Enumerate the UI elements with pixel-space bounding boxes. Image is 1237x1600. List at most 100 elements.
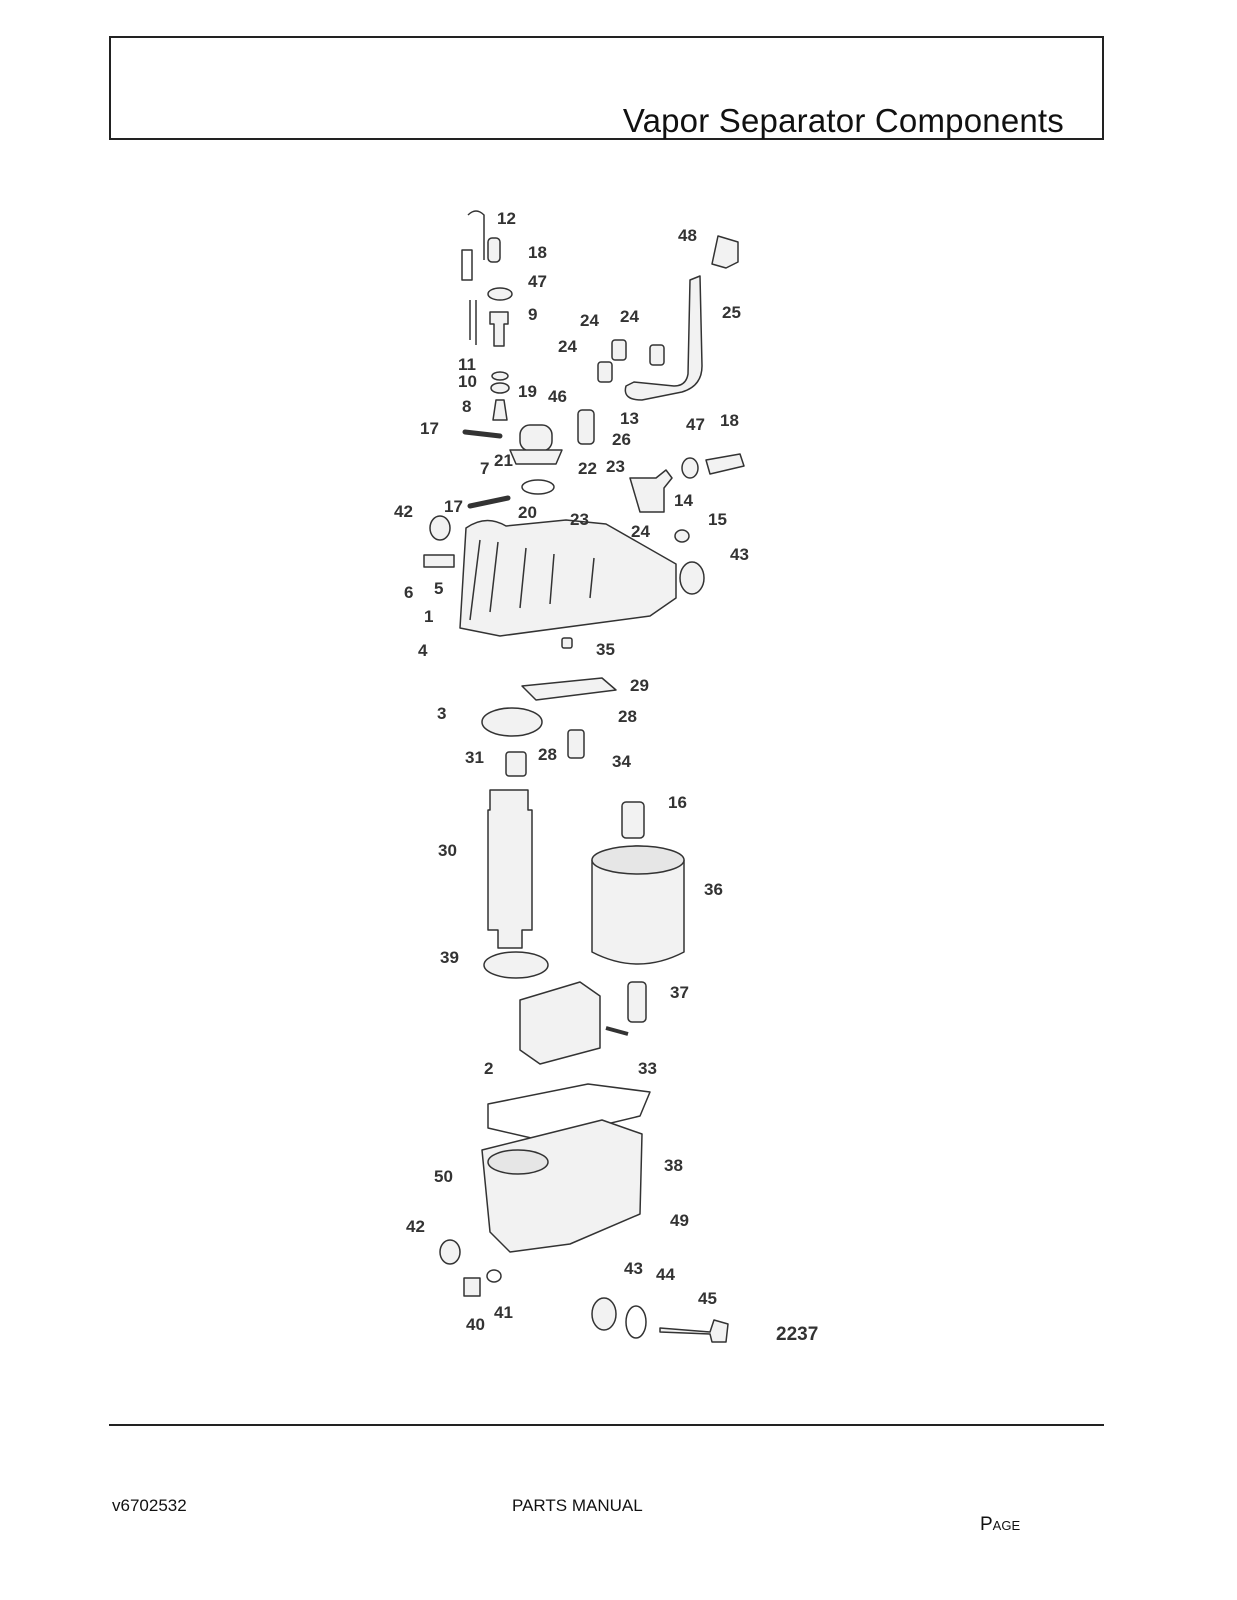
callout-label: 18 — [528, 243, 547, 262]
plug-part — [674, 529, 690, 543]
callout-label: 46 — [548, 387, 567, 406]
callout-label: 42 — [394, 502, 413, 521]
callout-label: 28 — [538, 745, 557, 764]
bolt-part — [597, 361, 613, 383]
pin-part — [467, 495, 511, 509]
wire-harness-part — [461, 210, 485, 345]
regulator-base-part — [509, 449, 563, 465]
callout-label: 24 — [558, 337, 577, 356]
seal-part — [481, 707, 543, 737]
grommet-part — [439, 1239, 461, 1265]
cap-part — [681, 457, 699, 479]
foam-block-part — [519, 981, 601, 1065]
callout-label: 48 — [678, 226, 697, 245]
callout-label: 17 — [444, 497, 463, 516]
callout-label: 23 — [606, 457, 625, 476]
callout-label: 13 — [620, 409, 639, 428]
document-id: v6702532 — [112, 1496, 187, 1515]
callout-label: 39 — [440, 948, 459, 967]
grommet-part — [429, 515, 451, 541]
sensor-part — [627, 981, 647, 1023]
bolt-part — [649, 344, 665, 366]
callout-label: 24 — [580, 311, 599, 330]
callout-label: 16 — [668, 793, 687, 812]
callout-label: 28 — [618, 707, 637, 726]
grommet-part — [591, 1297, 617, 1331]
callout-label: 21 — [494, 451, 513, 470]
callout-label: 23 — [570, 510, 589, 529]
callout-label: 6 — [404, 583, 413, 602]
plug-part — [463, 1277, 481, 1297]
callout-label: 49 — [670, 1211, 689, 1230]
clip-part — [711, 235, 739, 269]
callout-label: 5 — [434, 579, 443, 598]
gasket-part — [521, 479, 555, 495]
callout-label: 17 — [420, 419, 439, 438]
callout-label: 37 — [670, 983, 689, 1002]
sleeve-part — [487, 237, 501, 263]
callout-label: 29 — [630, 676, 649, 695]
callout-label: 19 — [518, 382, 537, 401]
callout-label: 18 — [720, 411, 739, 430]
valve-part — [492, 399, 508, 421]
document-name: PARTS MANUAL — [512, 1496, 643, 1515]
callout-label: 41 — [494, 1303, 513, 1322]
callout-label: 25 — [722, 303, 741, 322]
regulator-part — [519, 424, 553, 452]
oring-part — [486, 1269, 502, 1283]
callout-label: 24 — [620, 307, 639, 326]
callout-label: 4 — [418, 641, 428, 660]
callout-label: 35 — [596, 640, 615, 659]
fitting-part — [423, 554, 455, 568]
callout-label: 22 — [578, 459, 597, 478]
callout-label: 20 — [518, 503, 537, 522]
check-valve-part — [577, 409, 595, 445]
callout-label: 50 — [434, 1167, 453, 1186]
callout-label: 33 — [638, 1059, 657, 1078]
callout-label: 30 — [438, 841, 457, 860]
callout-label: 2 — [484, 1059, 493, 1078]
footer-divider — [109, 1424, 1104, 1426]
callout-label: 26 — [612, 430, 631, 449]
plate-part — [521, 677, 617, 701]
callout-label: 36 — [704, 880, 723, 899]
callout-label: 24 — [631, 522, 650, 541]
callout-label: 42 — [406, 1217, 425, 1236]
callout-label: 1 — [424, 607, 433, 626]
spring-part — [605, 1026, 629, 1036]
callout-label: 38 — [664, 1156, 683, 1175]
oring-part — [491, 371, 509, 381]
sleeve-part — [505, 751, 527, 777]
bolt-part — [659, 1319, 729, 1343]
fitting-part — [567, 729, 585, 759]
screw-part — [561, 637, 573, 649]
sleeve-part — [705, 453, 745, 475]
seal-part — [483, 951, 549, 979]
callout-label: 40 — [466, 1315, 485, 1334]
fitting-part — [489, 311, 509, 347]
fitting-part — [621, 801, 645, 839]
callout-label: 47 — [686, 415, 705, 434]
exploded-parts-diagram: 12 18 47 9 11 10 8 19 46 17 7 21 20 17 4… — [380, 195, 860, 1380]
page-label: Page — [980, 1514, 1021, 1535]
grommet-part — [487, 287, 513, 301]
header-box: Vapor Separator Components — [109, 36, 1104, 140]
callout-label: 9 — [528, 305, 537, 324]
callout-label: 12 — [497, 209, 516, 228]
callout-label: 3 — [437, 704, 446, 723]
separator-cover-part — [459, 519, 677, 637]
grommet-part — [679, 561, 705, 595]
callout-label: 14 — [674, 491, 693, 510]
callout-label: 44 — [656, 1265, 675, 1284]
callout-label: 10 — [458, 372, 477, 391]
callout-label: 43 — [730, 545, 749, 564]
callout-label: 15 — [708, 510, 727, 529]
elbow-part — [629, 469, 673, 513]
callout-label: 45 — [698, 1289, 717, 1308]
callout-label: 8 — [462, 397, 471, 416]
page-title: Vapor Separator Components — [622, 102, 1064, 139]
callout-label: 7 — [480, 459, 489, 478]
float-bowl-part — [481, 1119, 643, 1253]
oring-part — [490, 382, 510, 394]
gasket-part — [487, 1083, 651, 1141]
